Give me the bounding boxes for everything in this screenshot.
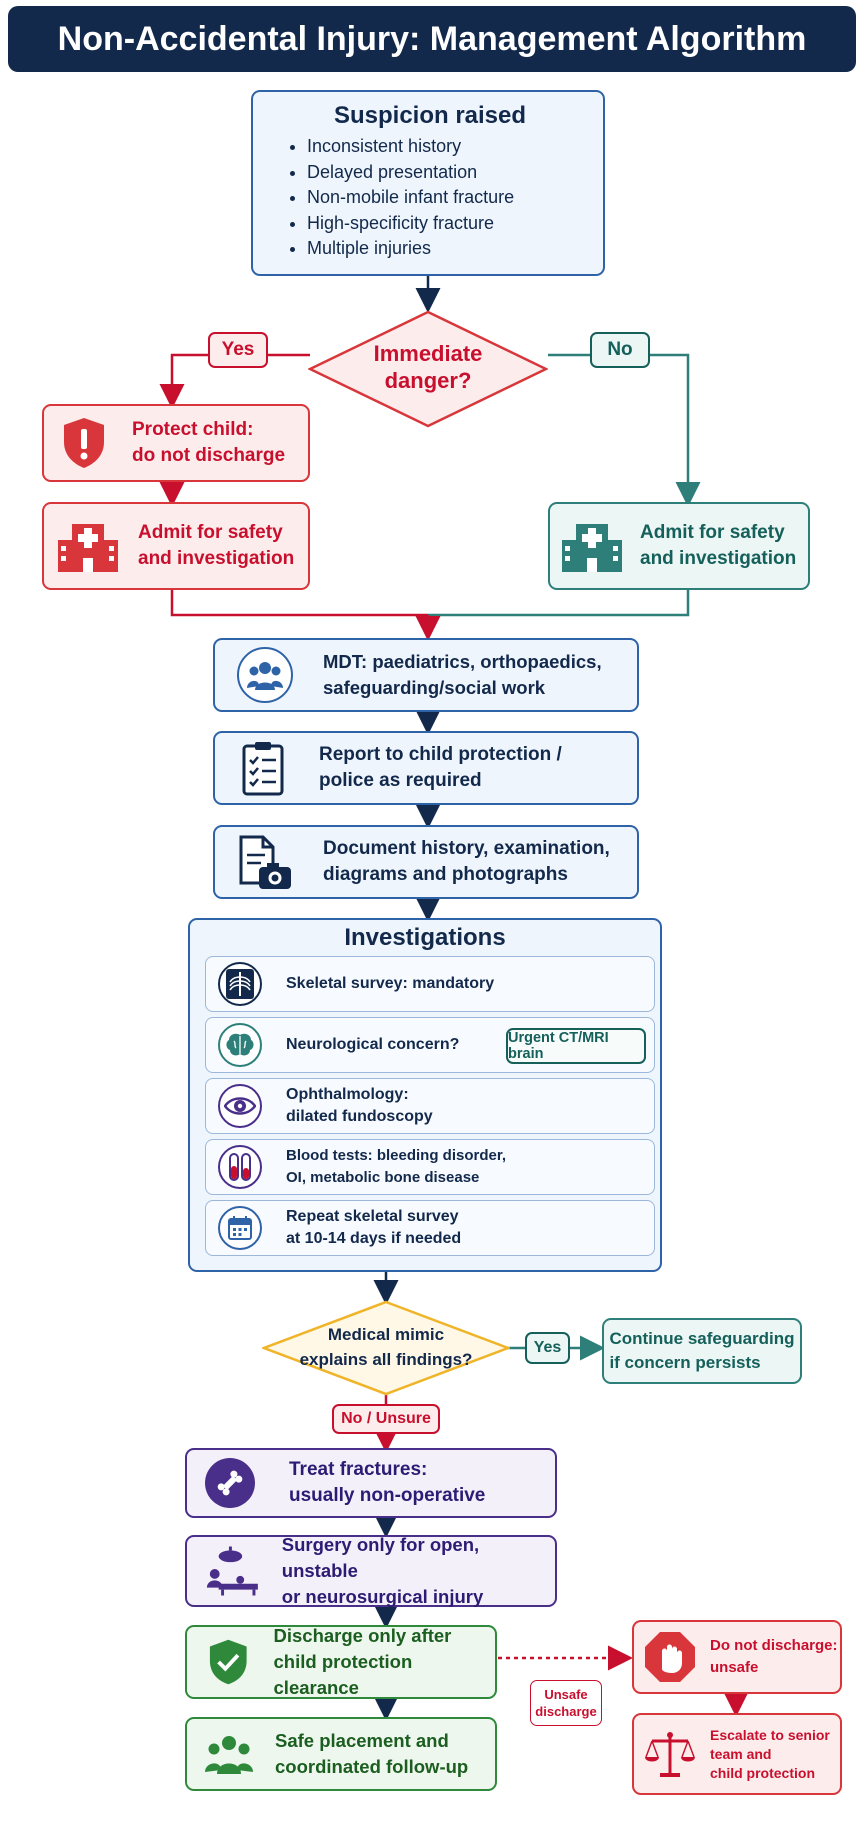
list-item: Non-mobile infant fracture: [307, 185, 514, 211]
discharge-box: Discharge only after child protection cl…: [185, 1625, 497, 1699]
shield-check-icon: [209, 1639, 247, 1685]
list-item: High-specificity fracture: [307, 211, 514, 237]
mimic-diamond: [262, 1300, 510, 1396]
brain-icon: [218, 1023, 262, 1067]
safe-placement-box: Safe placement and coordinated follow-up: [185, 1717, 497, 1791]
list-item: Delayed presentation: [307, 160, 514, 186]
team-icon: [237, 647, 293, 703]
scales-of-justice-icon: [645, 1732, 695, 1777]
do-not-discharge-box: Do not discharge: unsafe: [632, 1620, 842, 1694]
suspicion-box: Suspicion raised Inconsistent history De…: [251, 90, 605, 276]
xray-ribcage-icon: [218, 962, 262, 1006]
ophthalmology-row: Ophthalmology: dilated fundoscopy: [205, 1078, 655, 1134]
mimic-no-tag: No / Unsure: [332, 1404, 440, 1434]
report-box: Report to child protection / police as r…: [213, 731, 639, 805]
repeat-survey-row: Repeat skeletal survey at 10-14 days if …: [205, 1200, 655, 1256]
mdt-box: MDT: paediatrics, orthopaedics, safeguar…: [213, 638, 639, 712]
treat-fractures-box: Treat fractures: usually non-operative: [185, 1448, 557, 1518]
danger-question: Immediate danger?: [373, 341, 483, 393]
mimic-yes-tag: Yes: [525, 1332, 570, 1364]
eye-icon: [218, 1084, 262, 1128]
neurological-row: Neurological concern? Urgent CT/MRI brai…: [205, 1017, 655, 1073]
suspicion-heading: Suspicion raised: [333, 102, 527, 129]
mimic-question: Medical mimic explains all findings?: [299, 1325, 473, 1369]
page-title: Non-Accidental Injury: Management Algori…: [8, 6, 856, 72]
suspicion-list: Inconsistent history Delayed presentatio…: [285, 134, 514, 262]
admit-box-no: Admit for safety and investigation: [548, 502, 810, 590]
hospital-icon: [562, 524, 622, 572]
skeletal-survey-row: Skeletal survey: mandatory: [205, 956, 655, 1012]
family-icon: [205, 1736, 253, 1774]
unsafe-discharge-tag: Unsafe discharge: [530, 1680, 602, 1726]
clipboard-checklist-icon: [242, 742, 284, 796]
test-tubes-icon: [218, 1145, 262, 1189]
no-tag: No: [590, 332, 650, 368]
urgent-ct-mri-tag: Urgent CT/MRI brain: [506, 1028, 646, 1064]
yes-tag: Yes: [208, 332, 268, 368]
list-item: Inconsistent history: [307, 134, 514, 160]
protect-child-box: Protect child: do not discharge: [42, 404, 310, 482]
escalate-box: Escalate to senior team and child protec…: [632, 1713, 842, 1795]
blood-tests-row: Blood tests: bleeding disorder, OI, meta…: [205, 1139, 655, 1195]
bone-icon: [205, 1458, 255, 1508]
surgery-icon: [206, 1546, 258, 1596]
investigations-heading: Investigations: [344, 924, 506, 951]
document-box: Document history, examination, diagrams …: [213, 825, 639, 899]
hospital-icon: [58, 524, 118, 572]
list-item: Multiple injuries: [307, 236, 514, 262]
surgery-box: Surgery only for open, unstable or neuro…: [185, 1534, 557, 1607]
document-camera-icon: [239, 835, 291, 889]
continue-safeguarding-box: Continue safeguarding if concern persist…: [602, 1318, 802, 1384]
danger-diamond: [308, 310, 548, 428]
stop-hand-icon: [645, 1632, 695, 1682]
shield-alert-icon: [64, 418, 104, 468]
calendar-icon: [218, 1206, 262, 1250]
admit-box-yes: Admit for safety and investigation: [42, 502, 310, 590]
